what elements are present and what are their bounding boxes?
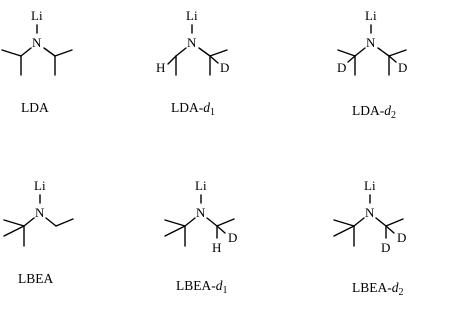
bond	[337, 49, 356, 57]
atom-li: Li	[186, 8, 198, 23]
bond	[55, 218, 74, 227]
bond	[206, 217, 218, 227]
atom-d: D	[220, 60, 229, 75]
bond	[23, 217, 35, 227]
bond	[353, 217, 365, 227]
bond	[164, 225, 186, 237]
bond	[3, 219, 25, 227]
atom-n: N	[32, 35, 42, 50]
atom-li: Li	[364, 178, 376, 193]
bond	[184, 217, 196, 227]
atom-d: D	[398, 60, 407, 75]
bond	[164, 219, 186, 227]
label-subscript: 1	[223, 285, 228, 296]
molecule-lbea-d1: Li N D H LBEA-d1	[164, 178, 237, 296]
bond-c-d	[347, 55, 356, 63]
bond	[216, 218, 235, 227]
atom-n: N	[35, 205, 45, 220]
molecule-lda-d1: Li N H D LDA-d1	[156, 8, 229, 118]
label-name: LBEA-	[176, 278, 216, 293]
label-suffix: d	[392, 280, 399, 295]
atom-d: D	[228, 230, 237, 245]
atom-n: N	[187, 35, 197, 50]
label-suffix: d	[384, 103, 391, 118]
atom-li: Li	[365, 8, 377, 23]
label-name: LDA-	[352, 103, 385, 118]
label-name: LDA-	[171, 100, 204, 115]
label-suffix: d	[203, 100, 210, 115]
bond	[377, 47, 390, 57]
bond	[333, 219, 355, 227]
bond	[385, 218, 404, 227]
label-lbea: LBEA	[18, 271, 53, 286]
bond-c-d	[388, 55, 397, 63]
label-lda-d1: LDA-d1	[171, 100, 215, 118]
bond-c-d	[216, 225, 226, 234]
bond-c-d	[385, 225, 395, 234]
bond	[45, 217, 57, 227]
label-lda: LDA	[21, 100, 49, 115]
bond	[354, 47, 366, 57]
atom-h: H	[212, 240, 221, 255]
atom-n: N	[365, 205, 375, 220]
label-name: LBEA-	[352, 280, 392, 295]
molecule-lda: Li N LDA	[1, 8, 73, 115]
label-name: LBEA	[18, 271, 53, 286]
atom-li: Li	[31, 8, 43, 23]
label-subscript: 2	[399, 287, 404, 298]
bond	[388, 49, 407, 57]
bond	[333, 225, 355, 237]
bond-c-h	[167, 55, 177, 65]
atom-li: Li	[34, 178, 46, 193]
bond	[54, 49, 73, 57]
atom-n: N	[196, 205, 206, 220]
atom-d: D	[397, 230, 406, 245]
bond-c-d	[209, 55, 219, 64]
bond	[3, 225, 25, 237]
bond	[43, 47, 56, 57]
label-suffix: d	[216, 278, 223, 293]
bond	[198, 47, 211, 57]
bond	[175, 47, 187, 57]
atom-n: N	[366, 35, 376, 50]
bond	[209, 49, 228, 57]
label-name: LDA	[21, 100, 49, 115]
atom-h: H	[156, 60, 165, 75]
label-lda-d2: LDA-d2	[352, 103, 396, 121]
atom-li: Li	[195, 178, 207, 193]
bond	[375, 217, 387, 227]
label-lbea-d2: LBEA-d2	[352, 280, 404, 298]
atom-d: D	[337, 60, 346, 75]
molecule-lda-d2: Li N D D LDA-d2	[337, 8, 407, 121]
label-lbea-d1: LBEA-d1	[176, 278, 228, 296]
label-subscript: 2	[391, 110, 396, 121]
molecule-lbea: Li N LBEA	[3, 178, 74, 286]
molecule-lbea-d2: Li N D D LBEA-d2	[333, 178, 406, 298]
label-subscript: 1	[210, 107, 215, 118]
bond	[20, 47, 32, 57]
bond	[1, 49, 22, 57]
atom-d: D	[381, 240, 390, 255]
